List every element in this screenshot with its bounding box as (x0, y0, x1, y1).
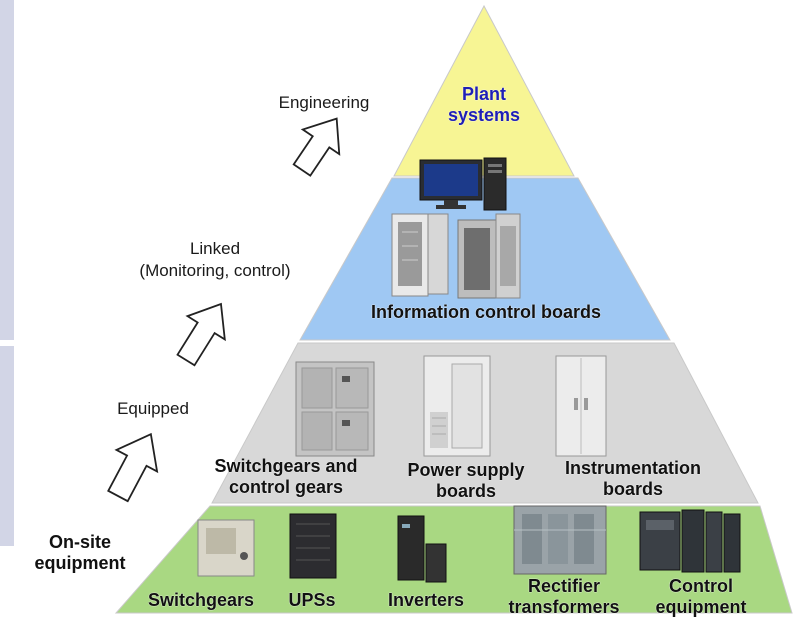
tier-bottom-item-control-equipment: Control equipment (655, 576, 747, 617)
transformer-icon (513, 505, 607, 575)
sidebar-strip-lower (0, 346, 14, 546)
cabinet-icon (391, 213, 449, 297)
tier-middle-item-instrumentation-boards: Instrumentation boards (564, 458, 701, 499)
switchgear-icon (295, 361, 375, 457)
arrow-up-right-icon (292, 117, 341, 177)
cabinet-icon (423, 355, 491, 457)
step-equipped-label: Equipped (117, 399, 189, 418)
tier-top-label: Plant systems (447, 84, 521, 125)
tier-bottom-item-switchgears: Switchgears (147, 590, 255, 610)
cabinet-icon (457, 213, 521, 299)
switchgear-icon (197, 519, 255, 577)
plc-icon (639, 509, 741, 573)
step-linked-label: Linked (Monitoring, control) (139, 239, 291, 280)
tier-upper-label: Information control boards (370, 302, 601, 322)
tier-bottom-item-upss: UPSs (288, 590, 336, 610)
step-onsite-equipment-label: On-site equipment (34, 532, 126, 573)
step-engineering-label: Engineering (278, 93, 370, 112)
tier-middle-item-switchgears-control-gears: Switchgears and control gears (214, 456, 358, 497)
arrow-up-right-icon (176, 302, 226, 367)
ups-icon (289, 513, 337, 579)
monitor-tower-icon (419, 157, 507, 211)
tier-middle-item-power-supply-boards: Power supply boards (407, 460, 525, 501)
arrow-up-right-icon (107, 432, 159, 503)
cabinet-icon (555, 355, 607, 457)
sidebar-strip-upper (0, 0, 14, 340)
tier-bottom-item-inverters: Inverters (387, 590, 465, 610)
inverter-icon (397, 515, 447, 583)
tier-bottom-item-rectifier-transformers: Rectifier transformers (508, 576, 620, 617)
